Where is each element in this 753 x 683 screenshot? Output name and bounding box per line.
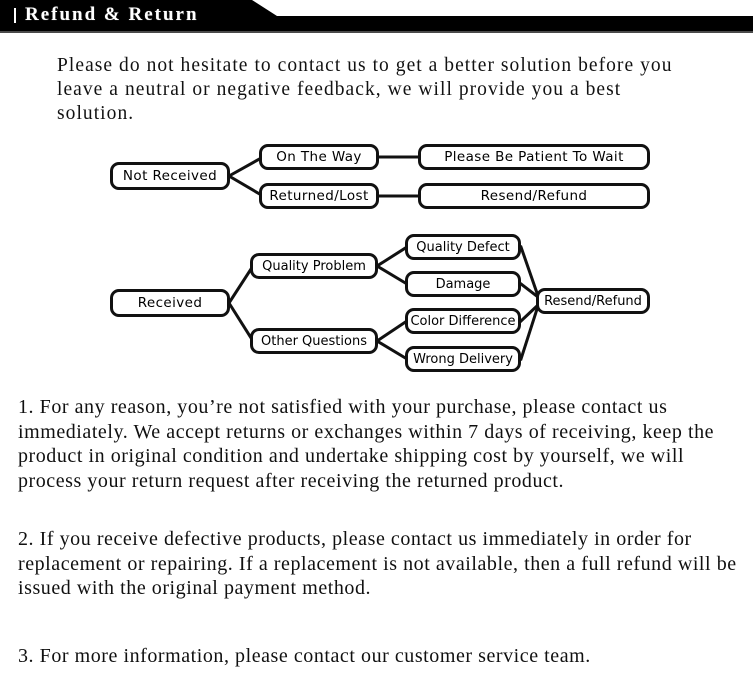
- flow-node-quality-problem: Quality Problem: [250, 253, 378, 279]
- flow-node-color-difference: Color Difference: [405, 308, 521, 334]
- terms-item-2: 2. If you receive defective products, pl…: [18, 528, 737, 599]
- flow-node-damage: Damage: [405, 271, 521, 297]
- page-title-text: Refund & Return: [25, 4, 199, 25]
- page-title: Refund & Return: [14, 1, 199, 29]
- flow-node-wrong-delivery: Wrong Delivery: [405, 346, 521, 372]
- header-banner: Refund & Return: [0, 0, 753, 34]
- flow-node-on-the-way: On The Way: [259, 144, 379, 170]
- flow-node-returned-lost: Returned/Lost: [259, 183, 379, 209]
- flow-node-label: On The Way: [276, 149, 362, 165]
- flow-node-label: Received: [137, 295, 203, 311]
- flow-node-label: Quality Problem: [262, 258, 366, 274]
- flow-node-resend-refund-top: Resend/Refund: [418, 183, 650, 209]
- flow-node-label: Quality Defect: [416, 239, 510, 255]
- flow-node-quality-defect: Quality Defect: [405, 234, 521, 260]
- flow-node-label: Wrong Delivery: [413, 351, 513, 367]
- flow-node-not-received: Not Received: [110, 162, 230, 190]
- flow-node-please-be-patient-to-wait: Please Be Patient To Wait: [418, 144, 650, 170]
- flow-node-label: Other Questions: [261, 333, 367, 349]
- flow-node-label: Please Be Patient To Wait: [444, 149, 624, 165]
- flow-node-received: Received: [110, 289, 230, 317]
- flow-node-resend-refund-bottom: Resend/Refund: [536, 288, 650, 314]
- terms-item-3: 3. For more information, please contact …: [18, 645, 591, 667]
- vertical-bar-icon: [14, 7, 16, 23]
- terms-item-1: 1. For any reason, you’re not satisfied …: [18, 396, 715, 492]
- flow-node-other-questions: Other Questions: [250, 328, 378, 354]
- flow-node-label: Resend/Refund: [544, 293, 642, 309]
- flow-node-label: Color Difference: [410, 313, 516, 329]
- flow-node-label: Returned/Lost: [269, 188, 369, 204]
- flow-node-label: Damage: [435, 276, 491, 292]
- flow-node-label: Resend/Refund: [480, 188, 588, 204]
- flow-node-label: Not Received: [122, 168, 218, 184]
- intro-paragraph: Please do not hesitate to contact us to …: [57, 55, 673, 124]
